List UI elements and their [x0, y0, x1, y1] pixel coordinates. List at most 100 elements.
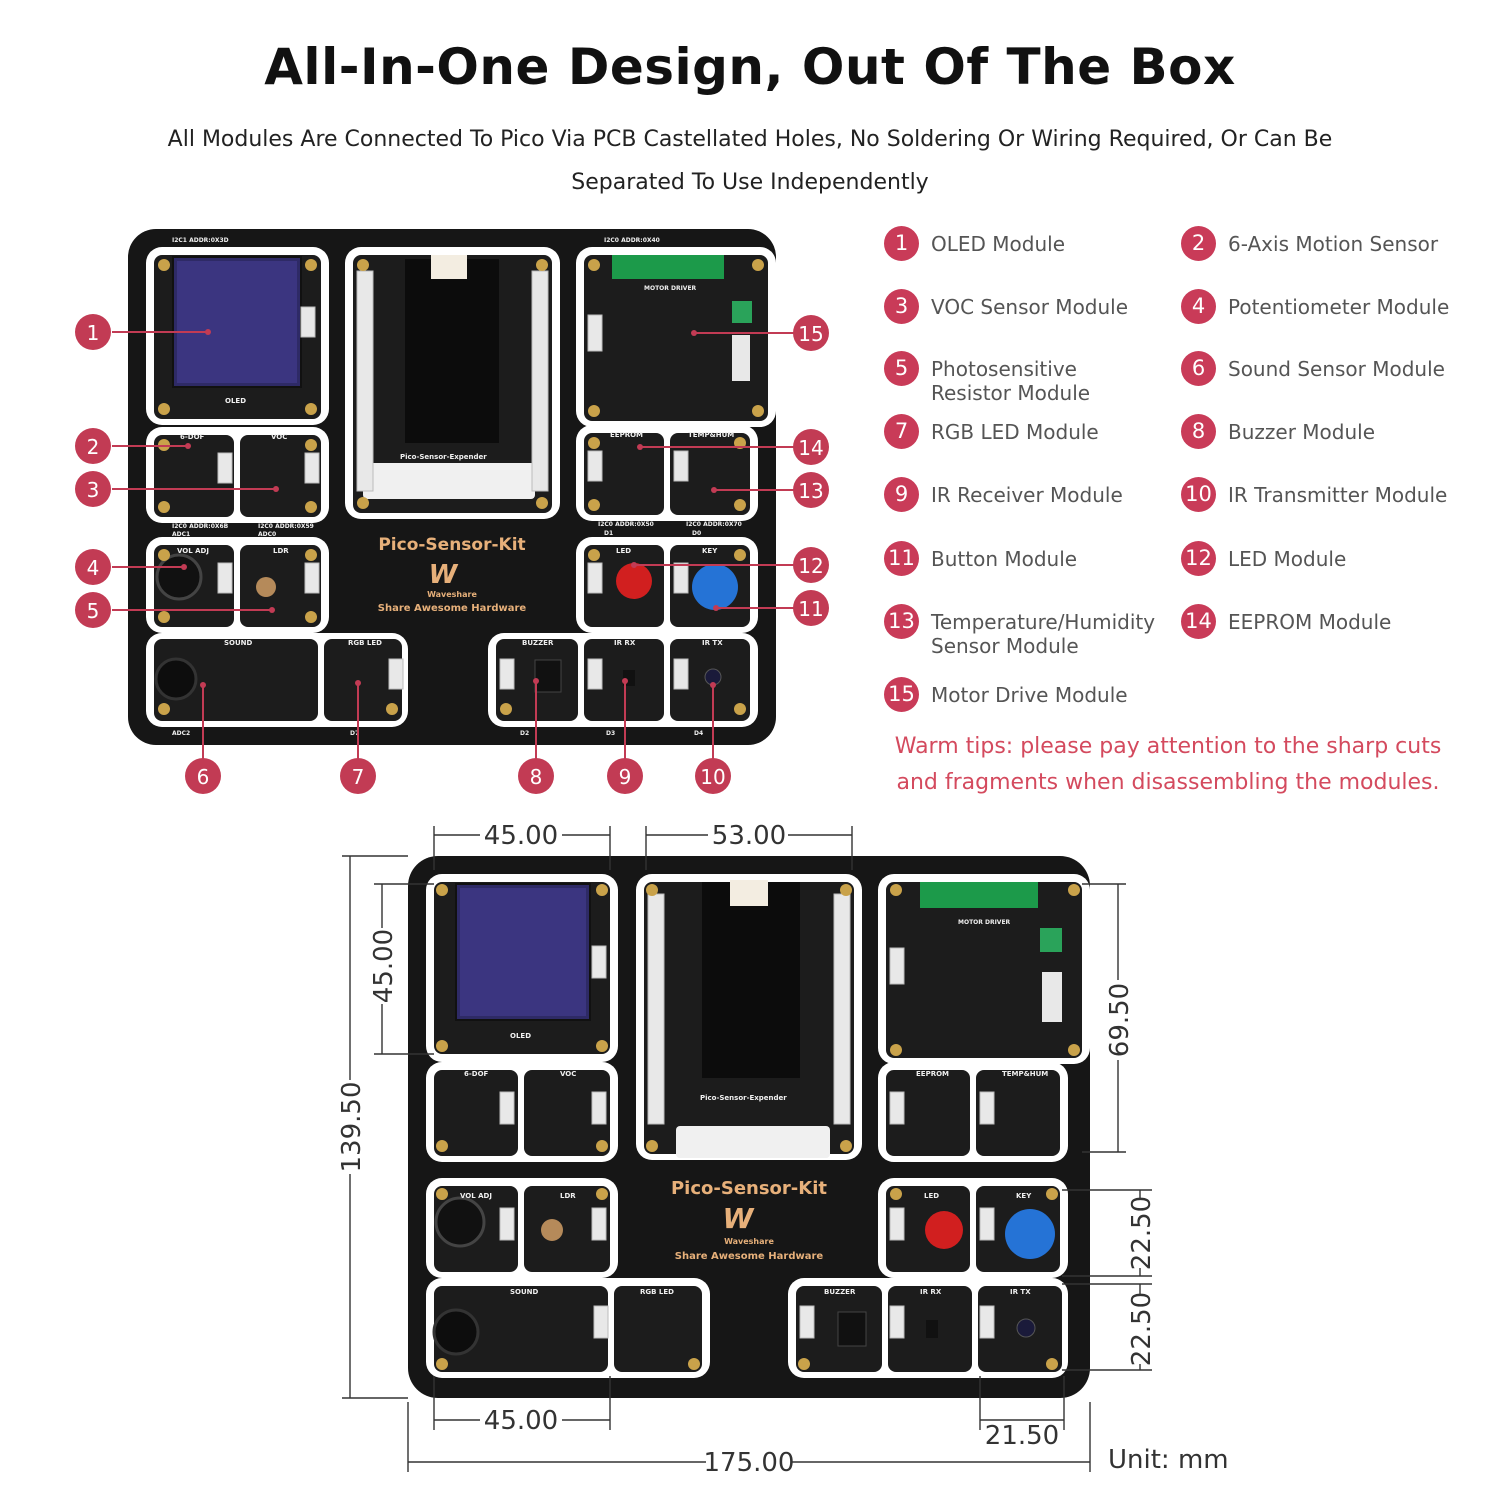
callout-5: 5	[75, 592, 111, 628]
label-eeprom: EEPROM	[610, 431, 643, 439]
svg-text:4: 4	[87, 556, 100, 580]
legend-label: 6-Axis Motion Sensor	[1228, 232, 1439, 256]
legend-label: IR Receiver Module	[931, 483, 1123, 507]
label-adc2: ADC2	[172, 730, 190, 737]
dim-top-mid: 53.00	[712, 821, 786, 851]
svg-text:9: 9	[619, 765, 632, 789]
callout-3: 3	[75, 471, 111, 507]
dim-label-temphum: TEMP&HUM	[1002, 1070, 1048, 1078]
label-d4: D4	[694, 730, 703, 737]
legend-label: Motor Drive Module	[931, 683, 1128, 707]
legend-num: 4	[1181, 289, 1216, 324]
dim-label-sound: SOUND	[510, 1288, 539, 1296]
dim-bottom-left: 45.00	[484, 1406, 558, 1436]
label-buzzer: BUZZER	[522, 639, 554, 647]
svg-text:2: 2	[87, 435, 100, 459]
label-adc1: ADC1	[172, 531, 190, 538]
dim-right-low: 22.50	[1127, 1292, 1157, 1366]
label-adc0: ADC0	[258, 531, 276, 538]
svg-text:15: 15	[798, 322, 823, 346]
legend-item-11: 11 Button Module	[884, 541, 1161, 576]
svg-text:8: 8	[530, 765, 543, 789]
legend-num: 12	[1181, 541, 1216, 576]
legend-label: Temperature/Humidity Sensor Module	[931, 610, 1156, 658]
svg-text:6: 6	[197, 765, 210, 789]
dim-label-rgbled: RGB LED	[640, 1288, 674, 1296]
legend-label: EEPROM Module	[1228, 610, 1392, 634]
dim-label-eeprom: EEPROM	[916, 1070, 949, 1078]
legend-label: IR Transmitter Module	[1228, 483, 1448, 507]
dim-label-ldr: LDR	[560, 1192, 576, 1200]
dim-label-6dof: 6-DOF	[464, 1070, 489, 1078]
svg-text:7: 7	[352, 765, 365, 789]
label-addr-eeprom: I2C0 ADDR:0X50	[598, 521, 654, 528]
svg-text:14: 14	[798, 436, 823, 460]
page-subtitle: All Modules Are Connected To Pico Via PC…	[167, 127, 1333, 195]
callout-10: 10	[695, 758, 731, 794]
dim-top-left: 45.00	[484, 821, 558, 851]
legend-num: 5	[884, 351, 919, 386]
page-title: All-In-One Design, Out Of The Box	[264, 38, 1236, 96]
callout-2: 2	[75, 428, 111, 464]
dimension-lines	[342, 826, 1152, 1472]
dim-waveshare-logo: W	[723, 1202, 755, 1235]
label-d2: D2	[520, 730, 529, 737]
dim-right-mid: 22.50	[1127, 1196, 1157, 1270]
legend-item-12: 12 LED Module	[1181, 541, 1458, 576]
dim-label-oled: OLED	[510, 1032, 531, 1040]
legend-num: 2	[1181, 226, 1216, 261]
legend-num: 10	[1181, 477, 1216, 512]
label-d7: D7	[350, 730, 359, 737]
svg-text:5: 5	[87, 599, 100, 623]
label-key: KEY	[702, 547, 718, 555]
svg-text:11: 11	[798, 597, 823, 621]
dim-label-voladj: VOL ADJ	[460, 1192, 492, 1200]
callout-4: 4	[75, 549, 111, 585]
legend-label: Button Module	[931, 547, 1078, 571]
callout-14: 14	[793, 429, 829, 465]
legend-label: RGB LED Module	[931, 420, 1099, 444]
dim-label-key: KEY	[1016, 1192, 1032, 1200]
board-overview-image: OLED 6-DOF VOC VOL ADJ LDR SOUND RGB LED…	[75, 229, 829, 794]
legend-label: Photosensitive Resistor Module	[931, 357, 1091, 405]
dim-left-outer: 139.50	[337, 1082, 367, 1173]
dim-label-irtx: IR TX	[1010, 1288, 1031, 1296]
callout-8: 8	[518, 758, 554, 794]
legend-num: 13	[884, 604, 919, 639]
label-addr-motor: I2C0 ADDR:0X40	[604, 237, 660, 244]
svg-text:13: 13	[798, 479, 823, 503]
legend-num: 7	[884, 414, 919, 449]
legend-num: 11	[884, 541, 919, 576]
legend-label: LED Module	[1228, 547, 1347, 571]
legend-num: 9	[884, 477, 919, 512]
svg-text:10: 10	[700, 765, 725, 789]
legend-item-10: 10 IR Transmitter Module	[1181, 477, 1458, 512]
legend-item-6: 6 Sound Sensor Module	[1181, 351, 1458, 386]
dim-brand-name: Waveshare	[724, 1237, 774, 1246]
label-voladj: VOL ADJ	[177, 547, 209, 555]
warning-tip: Warm tips: please pay attention to the s…	[894, 734, 1442, 795]
label-sound: SOUND	[224, 639, 253, 647]
legend-label: Sound Sensor Module	[1228, 357, 1445, 381]
dim-bottom-right: 21.50	[985, 1421, 1059, 1451]
legend-label: OLED Module	[931, 232, 1066, 256]
label-motor: MOTOR DRIVER	[644, 285, 697, 292]
dim-label-irrx: IR RX	[920, 1288, 942, 1296]
brand-name: Waveshare	[427, 590, 477, 599]
label-6dof: 6-DOF	[180, 433, 205, 441]
label-irtx: IR TX	[702, 639, 723, 647]
legend-item-7: 7 RGB LED Module	[884, 414, 1161, 449]
label-ldr: LDR	[273, 547, 289, 555]
legend-num: 3	[884, 289, 919, 324]
callout-9: 9	[607, 758, 643, 794]
callout-15: 15	[793, 315, 829, 351]
svg-text:12: 12	[798, 554, 823, 578]
legend-num: 6	[1181, 351, 1216, 386]
dim-bottom-total: 175.00	[704, 1448, 795, 1478]
